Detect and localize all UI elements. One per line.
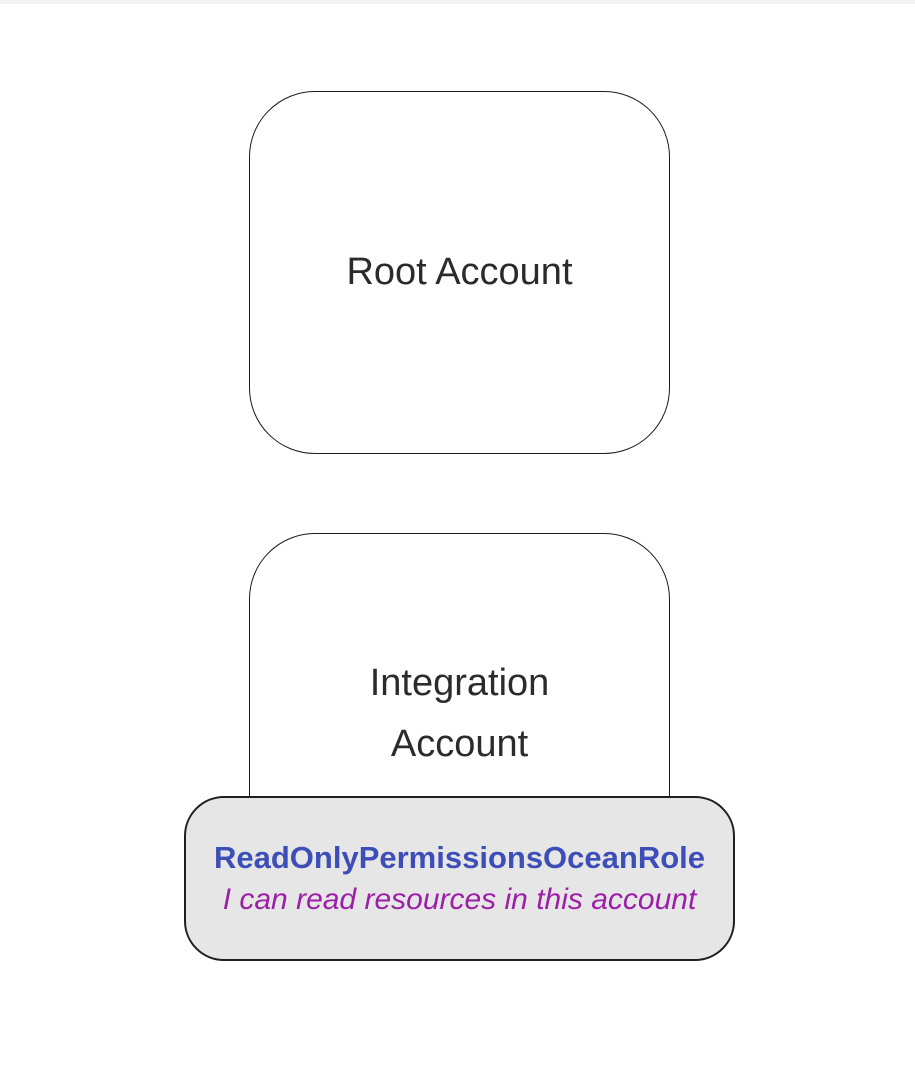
role-name-label: ReadOnlyPermissionsOceanRole (213, 839, 706, 875)
integration-account-label: Integration Account (369, 662, 550, 765)
root-account-label: Root Account (346, 251, 573, 294)
node-root-account: Root Account (249, 91, 670, 454)
page-top-edge (0, 0, 915, 4)
role-description-label: I can read resources in this account (222, 882, 697, 916)
role-badge: ReadOnlyPermissionsOceanRole I can read … (184, 796, 735, 961)
